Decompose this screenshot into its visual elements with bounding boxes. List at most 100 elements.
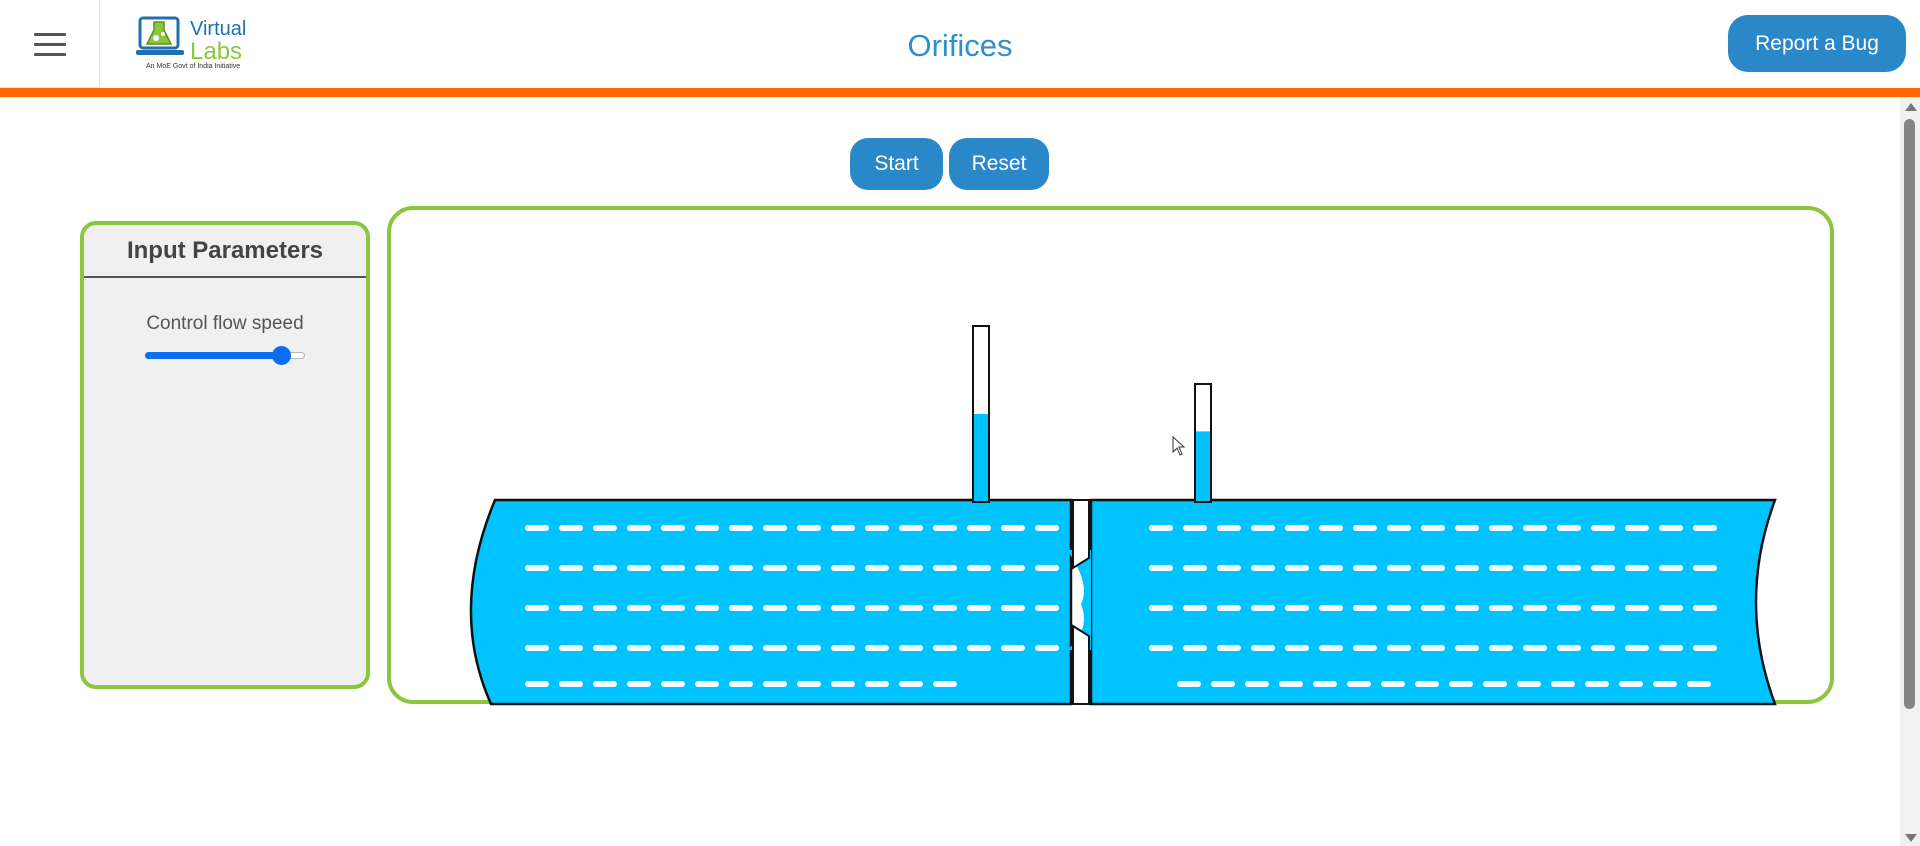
streamline-dash	[865, 525, 889, 531]
streamline-dash	[729, 645, 753, 651]
streamline-dash	[661, 681, 685, 687]
streamline-dash	[729, 681, 753, 687]
streamline-dash	[831, 565, 855, 571]
streamline-dash	[1381, 681, 1405, 687]
streamline-dash	[1251, 525, 1275, 531]
streamline-dash	[1653, 681, 1677, 687]
streamline-dash	[1313, 681, 1337, 687]
streamline-dash	[865, 681, 889, 687]
header-divider	[0, 88, 1920, 97]
streamline-dash	[1279, 681, 1303, 687]
streamline-dash	[899, 645, 923, 651]
streamline-dash	[1387, 645, 1411, 651]
streamline-dash	[763, 525, 787, 531]
streamline-dash	[1591, 605, 1615, 611]
streamline-dash	[1591, 525, 1615, 531]
flow-streamlines	[525, 525, 1717, 687]
scroll-down-arrow-icon[interactable]	[1905, 834, 1917, 842]
streamline-dash	[525, 681, 549, 687]
streamline-dash	[593, 605, 617, 611]
streamline-dash	[1183, 605, 1207, 611]
streamline-dash	[1585, 681, 1609, 687]
streamline-dash	[1251, 605, 1275, 611]
streamline-dash	[899, 681, 923, 687]
streamline-dash	[1659, 605, 1683, 611]
streamline-dash	[1319, 645, 1343, 651]
vertical-scrollbar[interactable]	[1900, 97, 1920, 846]
streamline-dash	[729, 605, 753, 611]
streamline-dash	[1319, 525, 1343, 531]
slider-fill	[145, 352, 282, 359]
streamline-dash	[1001, 645, 1025, 651]
streamline-dash	[1217, 605, 1241, 611]
reset-button[interactable]: Reset	[949, 138, 1049, 190]
slider-thumb[interactable]	[271, 346, 291, 365]
streamline-dash	[899, 605, 923, 611]
streamline-dash	[899, 525, 923, 531]
logo-text-virtual: Virtual	[190, 18, 247, 40]
streamline-dash	[559, 681, 583, 687]
streamline-dash	[1149, 605, 1173, 611]
streamline-dash	[1687, 681, 1711, 687]
streamline-dash	[1421, 565, 1445, 571]
orifice-jet	[1067, 550, 1091, 650]
streamline-dash	[1489, 525, 1513, 531]
streamline-dash	[1347, 681, 1371, 687]
hamburger-menu-button[interactable]	[0, 0, 100, 88]
streamline-dash	[1455, 645, 1479, 651]
virtual-labs-logo[interactable]: Virtual Labs An MoE Govt of India Initia…	[136, 10, 256, 76]
streamline-dash	[797, 565, 821, 571]
streamline-dash	[695, 605, 719, 611]
streamline-dash	[1659, 645, 1683, 651]
streamline-dash	[1693, 645, 1717, 651]
streamline-dash	[593, 681, 617, 687]
streamline-dash	[1251, 565, 1275, 571]
streamline-dash	[593, 565, 617, 571]
hamburger-icon	[34, 53, 66, 56]
streamline-dash	[1353, 565, 1377, 571]
report-bug-button[interactable]: Report a Bug	[1728, 15, 1906, 72]
streamline-dash	[831, 681, 855, 687]
logo-text-labs: Labs	[190, 38, 243, 65]
streamline-dash	[1659, 525, 1683, 531]
streamline-dash	[1693, 605, 1717, 611]
streamline-dash	[1415, 681, 1439, 687]
streamline-dash	[729, 565, 753, 571]
flow-speed-slider[interactable]	[145, 345, 305, 365]
streamline-dash	[627, 605, 651, 611]
streamline-dash	[1183, 645, 1207, 651]
streamline-dash	[627, 565, 651, 571]
streamline-dash	[933, 645, 957, 651]
streamline-dash	[1421, 645, 1445, 651]
simulation-canvas	[387, 206, 1834, 706]
streamline-dash	[933, 525, 957, 531]
streamline-dash	[525, 605, 549, 611]
streamline-dash	[559, 645, 583, 651]
streamline-dash	[1523, 525, 1547, 531]
streamline-dash	[1517, 681, 1541, 687]
streamline-dash	[865, 565, 889, 571]
page-title: Orifices	[907, 28, 1013, 63]
streamline-dash	[1455, 525, 1479, 531]
flask-laptop-icon	[136, 16, 184, 55]
streamline-dash	[1285, 645, 1309, 651]
streamline-dash	[1001, 565, 1025, 571]
start-button[interactable]: Start	[850, 138, 943, 190]
streamline-dash	[1557, 525, 1581, 531]
panel-title: Input Parameters	[84, 225, 366, 278]
streamline-dash	[1387, 565, 1411, 571]
streamline-dash	[593, 525, 617, 531]
streamline-dash	[763, 565, 787, 571]
orifice-plate-upper	[1072, 499, 1090, 570]
streamline-dash	[661, 565, 685, 571]
streamline-dash	[1353, 645, 1377, 651]
streamline-dash	[1557, 605, 1581, 611]
scroll-up-arrow-icon[interactable]	[1905, 103, 1917, 111]
streamline-dash	[831, 605, 855, 611]
streamline-dash	[967, 565, 991, 571]
scrollbar-thumb[interactable]	[1904, 119, 1915, 709]
streamline-dash	[797, 645, 821, 651]
streamline-dash	[763, 605, 787, 611]
streamline-dash	[627, 645, 651, 651]
piezometer-right	[1194, 383, 1212, 503]
